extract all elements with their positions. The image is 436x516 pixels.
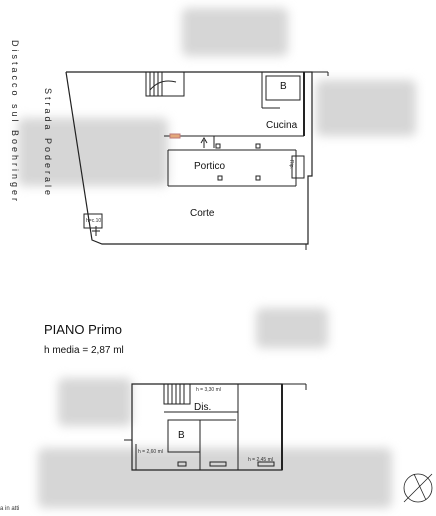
room-b-ground: [265, 75, 301, 101]
room-label-portico: Portico: [194, 161, 226, 172]
redacted-area-right: [316, 80, 416, 136]
redacted-area-left: [18, 118, 168, 186]
room-label-corte: Corte: [190, 208, 215, 219]
height-label-3: h = 2,45 ml: [248, 457, 273, 463]
room-label-b-ground: B: [280, 81, 287, 92]
first-floor-height-note: h media = 2,87 ml: [44, 345, 124, 356]
redacted-area-mid: [256, 308, 328, 348]
room-label-rip: Rip.: [288, 160, 294, 169]
redacted-area-top: [182, 8, 288, 56]
stairs: [145, 71, 185, 97]
room-label-b-first: B: [178, 430, 185, 441]
footer-note: a in atti: [0, 506, 20, 512]
room-b-first: [167, 419, 201, 453]
room-rip: [291, 155, 305, 179]
room-label-dis: Dis.: [194, 402, 212, 413]
compass-icon: [403, 473, 433, 503]
road-label-distacco: Distacco sul Boehringer: [10, 40, 20, 205]
road-label-strada: Strada Poderale: [43, 88, 53, 199]
room-label-small: h=c.10: [86, 218, 102, 224]
height-label-1: h = 3,30 ml: [196, 387, 221, 393]
redacted-area-bottom: [38, 448, 392, 508]
redacted-area-first-left: [58, 378, 132, 426]
first-floor-title: PIANO Primo: [44, 322, 123, 337]
height-label-2: h = 2,60 ml: [138, 449, 163, 455]
ground-outer-wall: [65, 71, 313, 245]
room-label-cucina: Cucina: [266, 120, 298, 131]
